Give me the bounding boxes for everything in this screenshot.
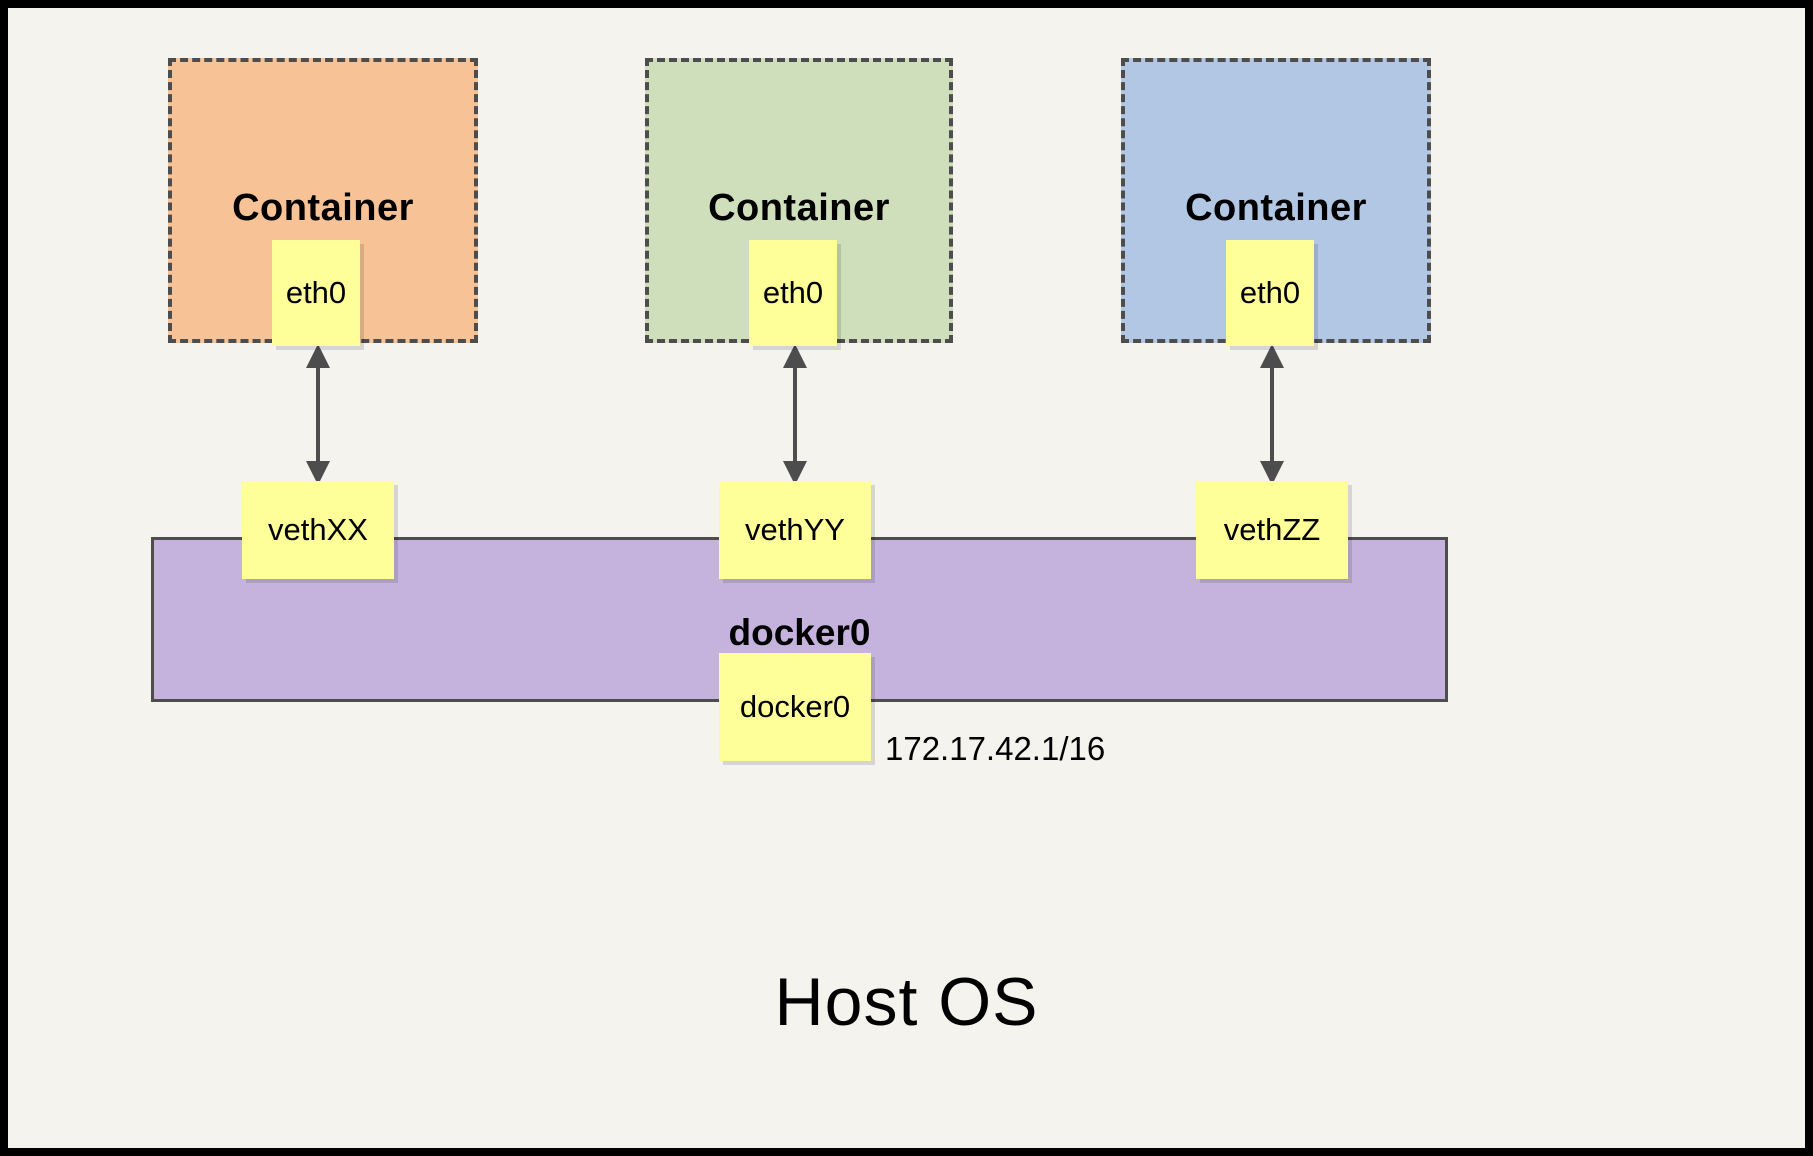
docker0-ip-label: 172.17.42.1/16 [885,730,1106,767]
veth-link-arrow-2 [783,344,807,485]
host-os-label: Host OS [774,964,1039,1040]
veth-link-arrow-1 [306,344,330,485]
eth0-interface-3-label: eth0 [1239,275,1301,310]
veth-box-1[interactable]: vethXX [242,481,394,579]
veth-box-1-label: vethXX [268,512,368,547]
docker0-port-box[interactable]: docker0 [719,653,871,761]
eth0-interface-2-label: eth0 [762,275,824,310]
veth-box-3[interactable]: vethZZ [1196,481,1348,579]
container-title-3: Container [1185,187,1367,229]
docker0-port-box-label: docker0 [739,689,851,724]
eth0-interface-1-label: eth0 [285,275,347,310]
container-title-1: Container [232,187,414,229]
container-title-2: Container [708,187,890,229]
veth-link-arrow-3 [1260,344,1284,485]
eth0-interface-2[interactable]: eth0 [749,240,837,346]
docker0-bar-label: docker0 [728,612,871,653]
veth-box-3-label: vethZZ [1223,512,1321,547]
eth0-interface-3[interactable]: eth0 [1226,240,1314,346]
veth-box-2[interactable]: vethYY [719,481,871,579]
veth-box-2-label: vethYY [745,512,845,547]
eth0-interface-1[interactable]: eth0 [272,240,360,346]
